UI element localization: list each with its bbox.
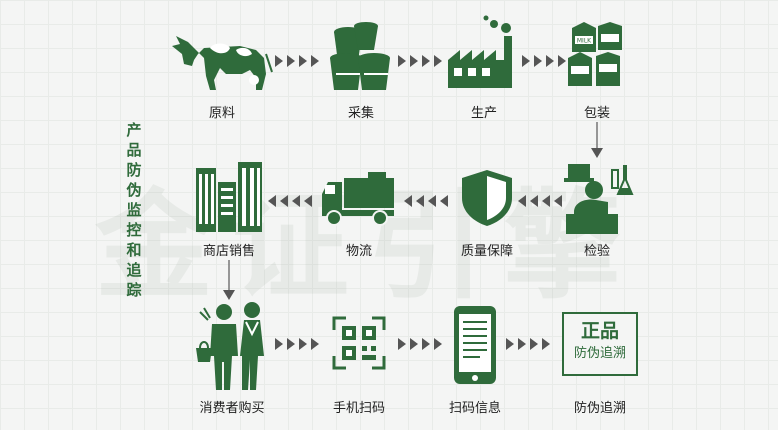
consumers-icon: [194, 300, 270, 392]
shield-icon: [458, 168, 516, 228]
milk-buckets-icon: [326, 16, 396, 94]
arrow-down: [222, 260, 236, 304]
arrow-right: [275, 54, 321, 68]
factory-icon: [446, 12, 516, 92]
buildings-icon: [194, 160, 264, 232]
side-title: 产品防伪监控和追踪: [126, 121, 142, 299]
step-label-scan: 手机扫码: [332, 401, 386, 416]
cow-icon: [170, 24, 275, 94]
arrow-right: [398, 337, 444, 351]
step-label-inspect: 检验: [583, 244, 611, 259]
step-label-collect: 采集: [347, 106, 375, 121]
step-label-quality: 质量保障: [460, 244, 514, 259]
step-label-logistics: 物流: [345, 244, 373, 259]
arrow-right: [522, 54, 568, 68]
badge-line2: 防伪追溯: [573, 346, 626, 361]
arrow-down: [590, 122, 604, 160]
milk-cartons-icon: MILK: [566, 22, 628, 90]
step-label-package: 包装: [583, 106, 611, 121]
step-label-info: 扫码信息: [448, 401, 502, 416]
arrow-right: [398, 54, 444, 68]
step-label-raw: 原料: [208, 106, 236, 121]
badge-line1: 正品: [580, 320, 619, 342]
step-label-consumer: 消费者购买: [199, 401, 265, 416]
arrow-left: [518, 194, 564, 208]
arrow-right: [275, 337, 321, 351]
arrow-right: [506, 337, 552, 351]
step-label-trace: 防伪追溯: [573, 401, 627, 416]
arrow-left: [268, 194, 314, 208]
step-label-retail: 商店销售: [202, 244, 256, 259]
qr-code-icon: [332, 316, 386, 370]
truck-icon: [320, 172, 398, 226]
phone-icon: [452, 304, 498, 386]
lab-inspection-icon: [562, 158, 636, 236]
authentic-badge: 正品 防伪追溯: [562, 312, 638, 376]
arrow-left: [404, 194, 450, 208]
step-label-produce: 生产: [470, 106, 498, 121]
milk-text: MILK: [577, 38, 592, 45]
